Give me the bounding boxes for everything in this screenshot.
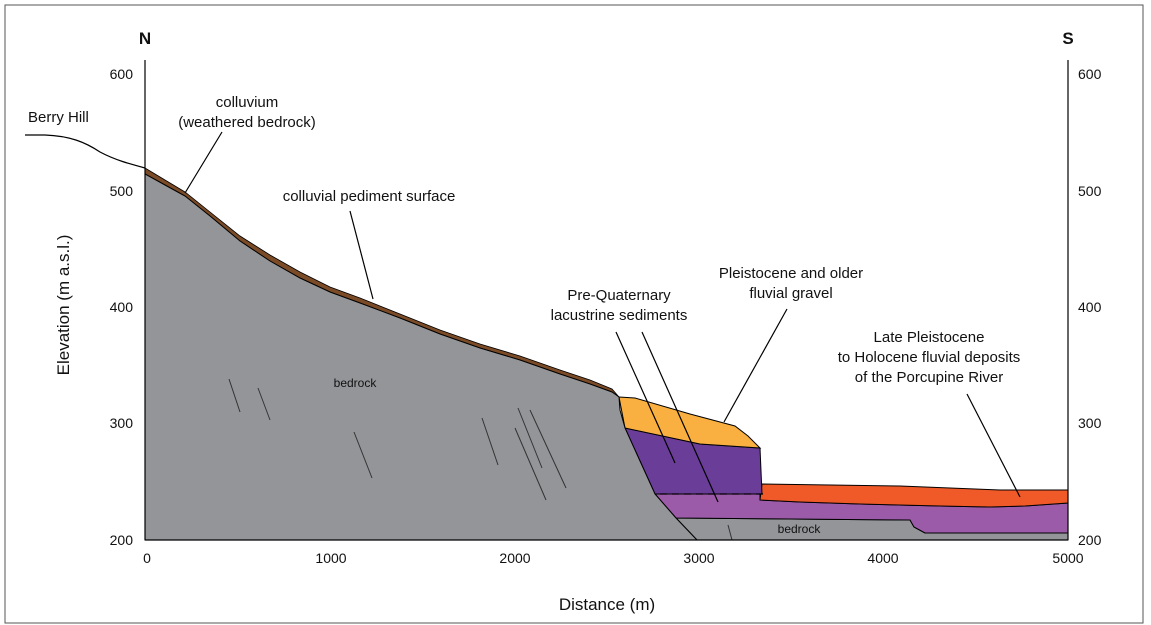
x-tick-label: 5000	[1052, 550, 1083, 566]
bedrock-lower-label: bedrock	[778, 522, 822, 536]
gravel-leader-line	[723, 308, 788, 423]
joint-line	[481, 417, 499, 466]
direction-north: N	[139, 29, 151, 48]
joint-line	[517, 407, 543, 469]
joint-line	[727, 524, 733, 541]
y-tick-label: 300	[110, 415, 134, 431]
pediment-label: colluvial pediment surface	[283, 188, 456, 205]
x-ticks: 0 1000 2000 3000 4000 5000	[143, 550, 1084, 566]
porcupine-label-line1: Late Pleistocene	[874, 329, 985, 346]
y-tick-label: 500	[110, 183, 134, 199]
y-tick-label: 600	[110, 66, 134, 82]
x-tick-label: 4000	[867, 550, 898, 566]
joint-line	[529, 409, 567, 489]
direction-south: S	[1062, 29, 1073, 48]
x-axis-title: Distance (m)	[559, 595, 655, 614]
gravel-label-line1: Pleistocene and older	[719, 265, 863, 282]
bedrock-joints	[228, 378, 733, 541]
figure-frame	[4, 4, 1144, 624]
joint-line	[257, 387, 271, 421]
porcupine-label-line2: to Holocene fluvial deposits	[838, 349, 1021, 366]
pediment-leader-line	[349, 210, 374, 300]
y-tick-label: 300	[1078, 415, 1102, 431]
joint-line	[514, 427, 547, 501]
colluvium-label-line1: colluvium	[216, 94, 279, 111]
lacustrine-label-line1: Pre-Quaternary	[567, 287, 671, 304]
y-tick-label: 400	[1078, 299, 1102, 315]
bedrock-label: bedrock	[334, 376, 378, 390]
porcupine-leader-line	[966, 393, 1021, 498]
colluvium-label-line2: (weathered bedrock)	[178, 114, 316, 131]
fluvial-deposits-layer	[759, 483, 1069, 508]
y-axis-title: Elevation (m a.s.l.)	[54, 235, 73, 376]
lacustrine-leader-line-1	[615, 331, 676, 464]
y-ticks-left: 600 500 400 300 200	[110, 66, 134, 548]
x-tick-label: 3000	[683, 550, 714, 566]
lacustrine-leader-line-2	[641, 331, 719, 503]
gravel-label-line2: fluvial gravel	[749, 285, 832, 302]
y-ticks-right: 600 500 400 300 200	[1078, 66, 1102, 548]
y-tick-label: 400	[110, 299, 134, 315]
colluvium-leader-line	[184, 131, 223, 194]
porcupine-label-line3: of the Porcupine River	[855, 369, 1003, 386]
joint-line	[353, 431, 373, 479]
joint-line	[228, 378, 241, 413]
fluvial-gravel-layer	[618, 396, 762, 449]
y-tick-label: 200	[1078, 532, 1102, 548]
lacustrine-label-line2: lacustrine sediments	[551, 307, 688, 324]
ground-surface-line	[25, 134, 146, 169]
berry-hill-label: Berry Hill	[28, 109, 89, 126]
x-tick-label: 0	[143, 550, 151, 566]
x-tick-label: 1000	[315, 550, 346, 566]
y-tick-label: 600	[1078, 66, 1102, 82]
y-tick-label: 500	[1078, 183, 1102, 199]
bedrock-main-layer	[144, 168, 699, 541]
y-tick-label: 200	[110, 532, 134, 548]
x-tick-label: 2000	[499, 550, 530, 566]
